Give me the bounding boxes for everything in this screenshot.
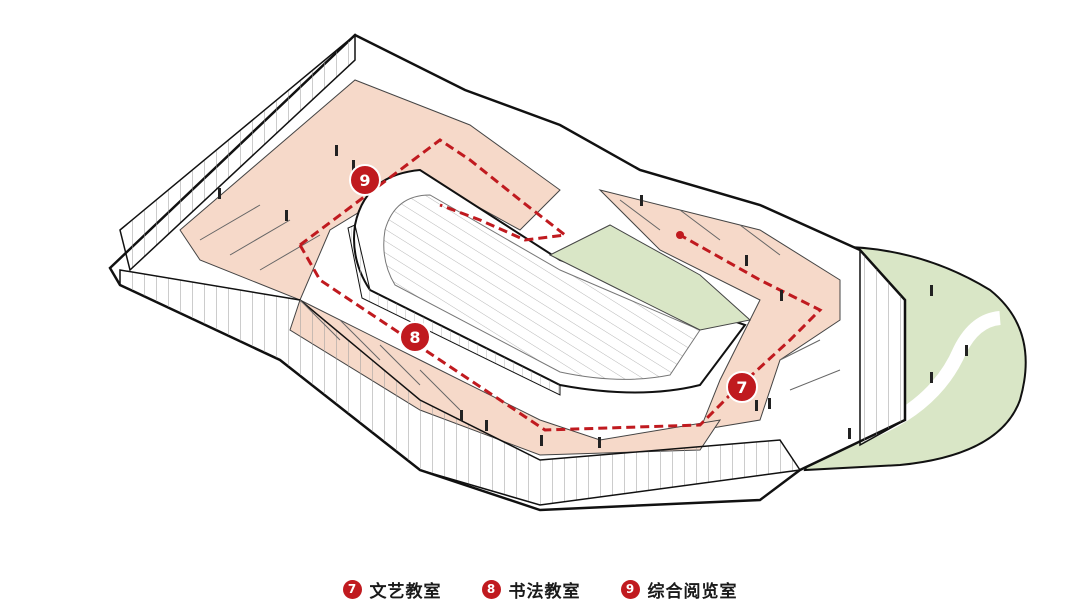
legend-number-8: 8 [481, 579, 501, 599]
legend-item-7: 7 文艺教室 [342, 577, 442, 602]
legend-number-7: 7 [342, 579, 362, 599]
auditorium-glazing [347, 224, 561, 396]
auditorium-seating [383, 194, 701, 380]
legend-item-9: 9 综合阅览室 [620, 577, 738, 602]
marker-8-label: 8 [409, 328, 420, 347]
classroom-partitions [199, 199, 841, 411]
people-figures [218, 145, 968, 448]
marker-7-label: 7 [736, 378, 747, 397]
auditorium-green-roof [548, 224, 752, 331]
legend-label-8: 书法教室 [508, 581, 581, 602]
marker-8: 8 [399, 321, 431, 353]
north-facade [119, 33, 356, 272]
legend-item-8: 8 书法教室 [481, 577, 581, 602]
legend: 7 文艺教室 8 书法教室 9 综合阅览室 [0, 572, 1080, 606]
marker-7: 7 [726, 371, 758, 403]
legend-label-9: 综合阅览室 [647, 581, 738, 602]
legend-label-7: 文艺教室 [369, 581, 442, 602]
legend-number-9: 9 [620, 579, 640, 599]
circulation-route [299, 138, 569, 247]
east-facade [859, 248, 906, 447]
axonometric-building-diagram: 9 8 7 [108, 33, 1027, 512]
south-facade [119, 269, 802, 506]
marker-9: 9 [349, 164, 381, 196]
circulation-route-lower [298, 233, 823, 432]
route-endpoint [676, 231, 684, 239]
marker-9-label: 9 [359, 171, 370, 190]
floor-plate-east [598, 189, 841, 431]
